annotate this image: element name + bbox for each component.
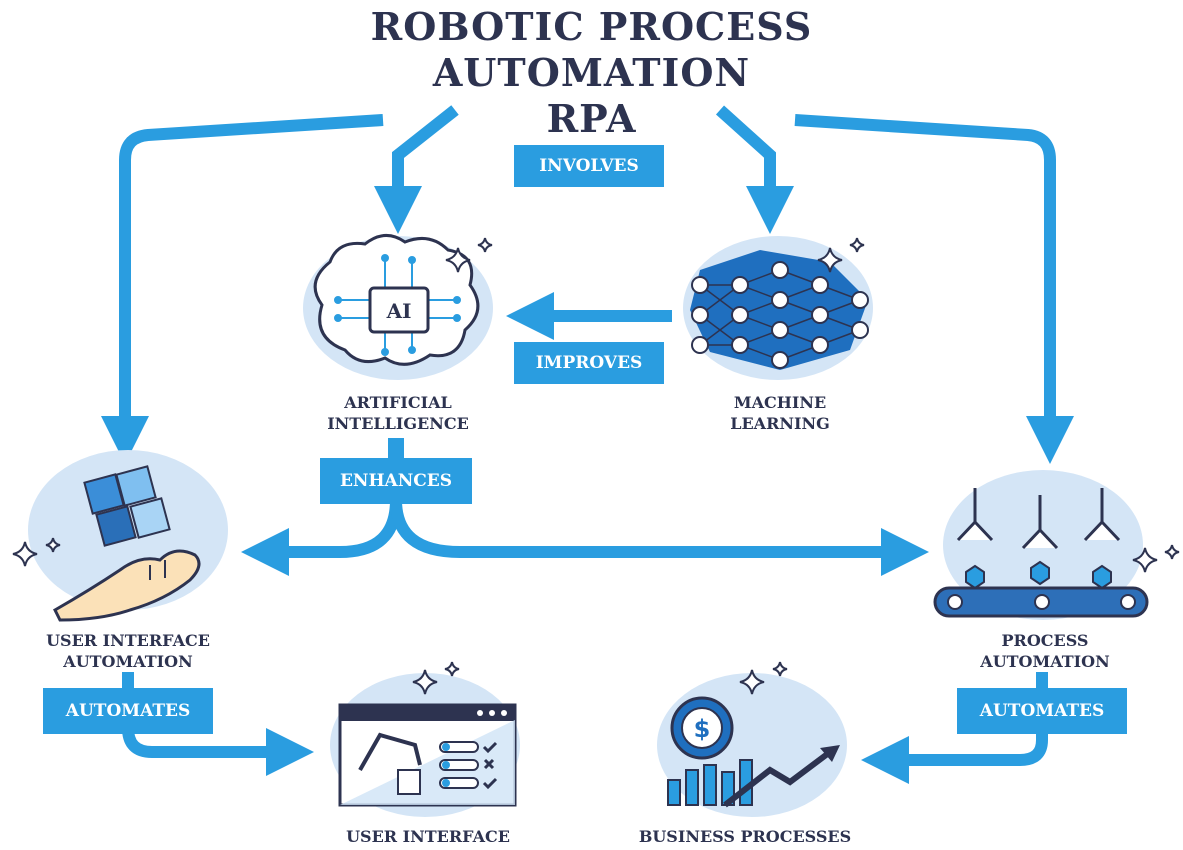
ai-label-line2: INTELLIGENCE (327, 414, 469, 433)
uia-label-line1: USER INTERFACE (46, 631, 210, 650)
ai-brain-icon: AI (303, 234, 493, 380)
improves-tag: IMPROVES (514, 342, 664, 384)
pa-label-line2: AUTOMATION (980, 652, 1110, 671)
arrow-rpa-to-pa (794, 114, 1074, 464)
involves-tag: INVOLVES (514, 145, 664, 187)
ml-label: MACHINE LEARNING (680, 392, 880, 434)
business-growth-icon: $ (657, 673, 847, 817)
title-line-3: RPA (546, 96, 637, 141)
arrow-automates-bp (861, 672, 1048, 784)
ml-label-line1: MACHINE (733, 393, 827, 412)
ui-window-icon (330, 673, 520, 817)
connectors (101, 105, 1074, 784)
arrow-rpa-to-uia (101, 114, 384, 464)
ai-label: ARTIFICIAL INTELLIGENCE (298, 392, 498, 434)
arrow-rpa-to-ai (374, 105, 459, 234)
arrow-rpa-to-ml (715, 105, 794, 234)
ml-label-line2: LEARNING (730, 414, 830, 433)
title-line-2: AUTOMATION (432, 50, 751, 95)
arrow-enhances-right (390, 499, 929, 576)
ai-label-line1: ARTIFICIAL (344, 393, 452, 412)
pa-label: PROCESS AUTOMATION (940, 630, 1150, 672)
title-line-1: ROBOTIC PROCESS (370, 4, 813, 49)
machine-learning-network-icon (683, 236, 873, 380)
pa-label-line1: PROCESS (1001, 631, 1089, 650)
uia-label: USER INTERFACE AUTOMATION (8, 630, 248, 672)
automates-left-tag: AUTOMATES (43, 688, 213, 734)
dollar-sign: $ (694, 715, 711, 743)
ui-label: USER INTERFACE (346, 827, 510, 846)
automates-right-tag: AUTOMATES (957, 688, 1127, 734)
ai-chip-label: AI (386, 299, 412, 323)
sparkle-icons (12, 237, 1180, 695)
bp-label: BUSINESS PROCESSES (638, 827, 852, 846)
cubes-hand-icon (28, 450, 228, 622)
robotic-conveyor-icon (933, 470, 1149, 620)
enhances-tag: ENHANCES (320, 458, 472, 504)
uia-label-line2: AUTOMATION (63, 652, 193, 671)
arrow-enhances-left (241, 499, 402, 576)
